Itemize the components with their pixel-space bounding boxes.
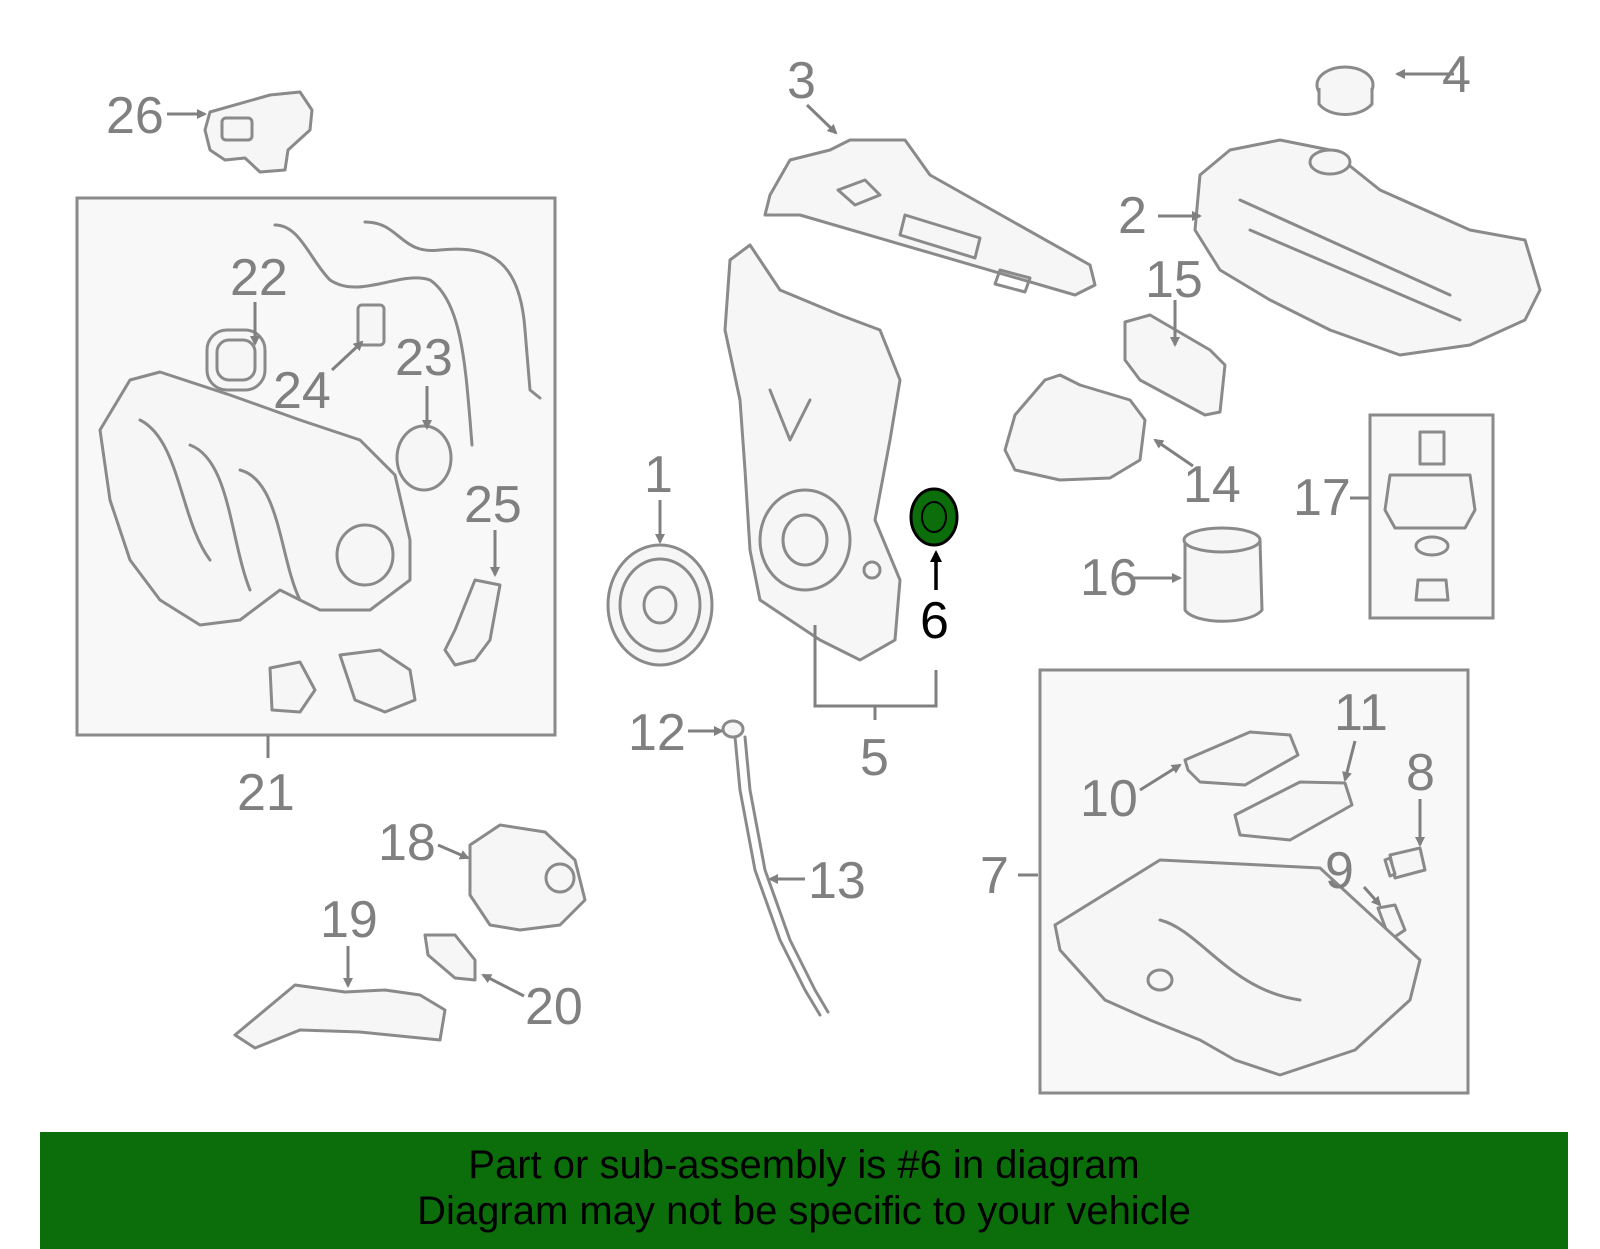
part-16-oil-filter[interactable] <box>1182 526 1264 623</box>
part-20-gasket[interactable] <box>423 933 477 982</box>
callout-4[interactable]: 4 <box>1442 46 1471 104</box>
callout-3[interactable]: 3 <box>787 52 816 110</box>
pcv-hose <box>363 220 542 400</box>
callout-16[interactable]: 16 <box>1080 549 1138 607</box>
callout-23[interactable]: 23 <box>395 329 453 387</box>
part-15-gasket[interactable] <box>1123 313 1227 417</box>
callout-24[interactable]: 24 <box>273 362 331 420</box>
part-17-filter-cap[interactable] <box>1383 430 1477 602</box>
part-19-bracket[interactable] <box>233 983 447 1050</box>
callout-2[interactable]: 2 <box>1118 187 1147 245</box>
info-banner: Part or sub-assembly is #6 in diagram Di… <box>40 1132 1568 1249</box>
throttle-body-small <box>338 648 417 714</box>
part-23-o-ring[interactable] <box>395 424 453 492</box>
callout-12[interactable]: 12 <box>628 704 686 762</box>
part-12-13-dipstick[interactable] <box>721 719 830 1017</box>
part-11-baffle[interactable] <box>1233 780 1354 842</box>
part-21-intake-manifold[interactable] <box>98 370 412 627</box>
leader-lines <box>167 69 1454 998</box>
callout-25[interactable]: 25 <box>464 476 522 534</box>
callout-1[interactable]: 1 <box>644 446 673 504</box>
callout-18[interactable]: 18 <box>378 814 436 872</box>
callout-6[interactable]: 6 <box>920 592 949 650</box>
callout-26[interactable]: 26 <box>106 87 164 145</box>
callout-19[interactable]: 19 <box>320 891 378 949</box>
callout-9[interactable]: 9 <box>1325 842 1354 900</box>
throttle-gasket-parts <box>268 660 317 714</box>
callout-11[interactable]: 11 <box>1334 684 1388 742</box>
part-2-valve-cover[interactable] <box>1193 138 1542 357</box>
callout-13[interactable]: 13 <box>808 852 866 910</box>
part-8-drain-bolt[interactable] <box>1383 846 1427 880</box>
callout-17[interactable]: 17 <box>1293 469 1351 527</box>
part-1-crank-pulley[interactable] <box>606 543 714 667</box>
part-7-oil-pan[interactable] <box>1053 858 1422 1077</box>
part-3-valve-cover-gasket[interactable] <box>763 138 1097 297</box>
callout-20[interactable]: 20 <box>525 978 583 1036</box>
callout-15[interactable]: 15 <box>1145 251 1203 309</box>
part-24-valve[interactable] <box>356 303 386 347</box>
part-25-sensor[interactable] <box>443 578 502 667</box>
part-4-oil-cap[interactable] <box>1315 65 1375 116</box>
callout-21[interactable]: 21 <box>237 764 295 822</box>
callout-22[interactable]: 22 <box>230 249 288 307</box>
banner-line-2: Diagram may not be specific to your vehi… <box>417 1189 1191 1233</box>
part-14-filter-housing[interactable] <box>1003 373 1147 482</box>
callout-10[interactable]: 10 <box>1080 770 1138 828</box>
callout-8[interactable]: 8 <box>1406 744 1435 802</box>
part-26-engine-mount[interactable] <box>203 90 314 174</box>
part-18-pump[interactable] <box>468 823 587 932</box>
part-6-front-crank-seal[interactable] <box>909 487 959 547</box>
callout-14[interactable]: 14 <box>1183 456 1241 514</box>
part-10-baffle[interactable] <box>1183 730 1300 787</box>
part-5-timing-cover[interactable] <box>723 243 902 662</box>
callout-7[interactable]: 7 <box>980 847 1009 905</box>
banner-line-1: Part or sub-assembly is #6 in diagram <box>468 1143 1140 1187</box>
vacuum-hose <box>273 223 474 447</box>
callout-5[interactable]: 5 <box>860 729 889 787</box>
